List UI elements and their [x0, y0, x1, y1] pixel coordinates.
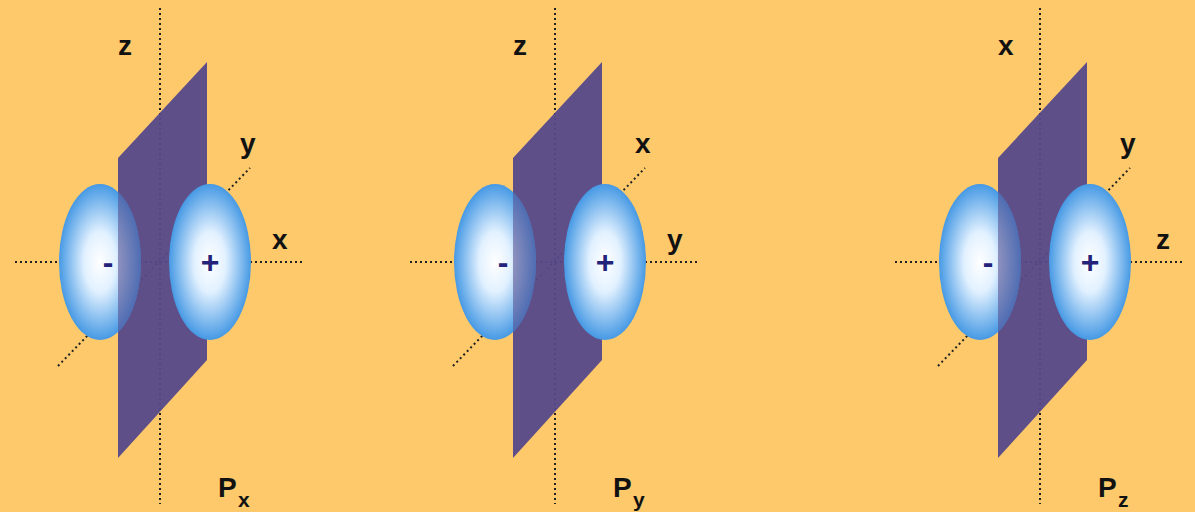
orbital-lobe: +: [1049, 184, 1131, 340]
phase-sign: -: [103, 244, 114, 281]
axis-label: y: [1120, 128, 1136, 160]
phase-sign: +: [1081, 244, 1100, 281]
orbital-subscript: y: [633, 488, 645, 512]
axis-label: x: [998, 30, 1014, 62]
axis-label: y: [667, 224, 683, 256]
axis-label: z: [1156, 224, 1170, 256]
orbital-name: P: [218, 472, 237, 504]
lobe-shape: [454, 184, 536, 340]
orbital-subscript: x: [238, 488, 250, 512]
axis-label: y: [240, 128, 256, 160]
axis-label: z: [513, 30, 527, 62]
orbital-subscript: z: [1118, 488, 1129, 512]
orbital-lobe: -: [454, 184, 536, 340]
phase-sign: -: [983, 244, 994, 281]
orbital-lobe: -: [939, 184, 1021, 340]
axis-label: x: [635, 128, 651, 160]
lobe-shape: [59, 184, 141, 340]
orbital-lobe: +: [564, 184, 646, 340]
lobe-shape: [939, 184, 1021, 340]
orbital-name: P: [613, 472, 632, 504]
axis-label: z: [118, 30, 132, 62]
phase-sign: +: [201, 244, 220, 281]
axis-label: x: [272, 224, 288, 256]
orbital-name: P: [1098, 472, 1117, 504]
orbital-lobe: +: [169, 184, 251, 340]
phase-sign: +: [596, 244, 615, 281]
phase-sign: -: [498, 244, 509, 281]
orbital-lobe: -: [59, 184, 141, 340]
